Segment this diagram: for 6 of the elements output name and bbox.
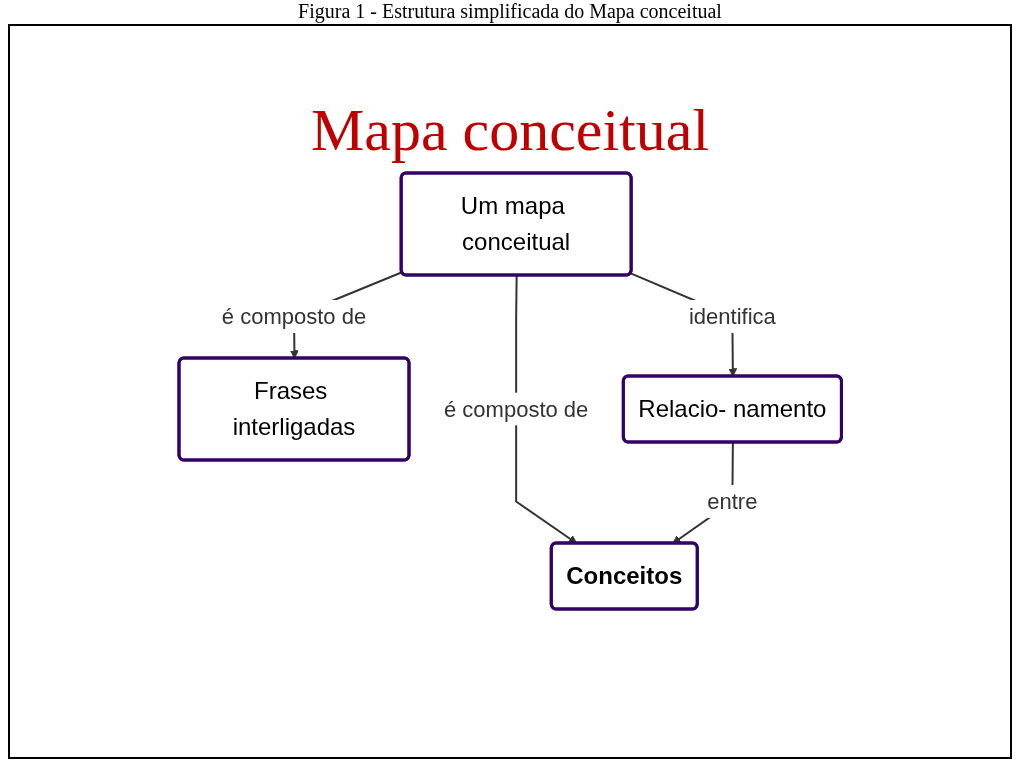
edge-label: é composto de xyxy=(443,396,589,422)
figure-caption: Figura 1 - Estrutura simplificada do Mapa conceitual xyxy=(297,0,723,24)
edge-label: é composto de xyxy=(221,304,366,329)
diagram-title: Mapa conceitual xyxy=(310,96,710,165)
edge-label: identifica xyxy=(688,304,776,329)
edge-label: entre xyxy=(707,489,758,514)
